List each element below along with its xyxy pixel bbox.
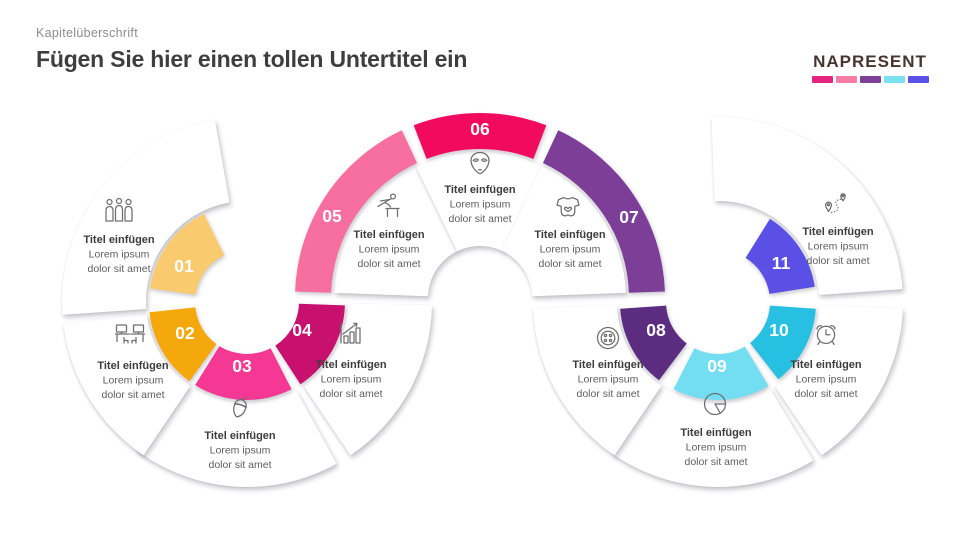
logo-bar-4 — [883, 76, 905, 83]
hurdler-icon — [377, 193, 400, 218]
segment-title: Titel einfügen — [534, 229, 606, 241]
logo-bar-3 — [859, 76, 881, 83]
segment-number: 05 — [322, 206, 342, 226]
segment-line1: Lorem ipsum — [450, 199, 511, 211]
segment-petal-03 — [135, 382, 337, 487]
page-title: Fügen Sie hier einen tollen Untertitel e… — [36, 46, 468, 72]
segment-title: Titel einfügen — [802, 226, 874, 238]
segment-title: Titel einfügen — [83, 234, 155, 246]
segment-band-01 — [150, 213, 225, 295]
segment-petal-04 — [303, 303, 432, 456]
segment-line2: dolor sit amet — [208, 459, 271, 471]
segment-line2: dolor sit amet — [806, 255, 869, 267]
segment-line2: dolor sit amet — [538, 258, 601, 270]
segment-line2: dolor sit amet — [101, 389, 164, 401]
segment-number: 08 — [646, 320, 666, 340]
segment-title: Titel einfügen — [315, 359, 387, 371]
segment-line1: Lorem ipsum — [796, 374, 857, 386]
brand-logo-bars — [808, 76, 932, 83]
segment-petal-08 — [533, 305, 662, 456]
segment-number: 09 — [707, 356, 727, 376]
segment-title: Titel einfügen — [353, 229, 425, 241]
segment-number: 03 — [232, 356, 252, 376]
segment-band-02 — [149, 307, 217, 382]
brand-logo: NAPRESENT — [808, 52, 932, 83]
segment-line2: dolor sit amet — [684, 456, 747, 468]
segment-line1: Lorem ipsum — [540, 244, 601, 256]
segment-line1: Lorem ipsum — [578, 374, 639, 386]
workstations-icon — [114, 324, 146, 344]
segment-number: 06 — [470, 119, 490, 139]
segment-petal-10 — [774, 305, 903, 456]
segment-number: 07 — [619, 207, 638, 227]
segment-title: Titel einfügen — [680, 427, 752, 439]
segment-line1: Lorem ipsum — [89, 249, 150, 261]
segment-petal-06 — [416, 152, 544, 252]
segment-band-04 — [275, 303, 345, 385]
segment-band-09 — [673, 346, 769, 400]
segment-petal-05 — [334, 165, 458, 297]
segment-petal-01 — [62, 119, 230, 315]
segment-line2: dolor sit amet — [794, 388, 857, 400]
segment-petal-09 — [611, 384, 814, 487]
segment-title: Titel einfügen — [790, 359, 862, 371]
segment-line1: Lorem ipsum — [686, 442, 747, 454]
segment-line1: Lorem ipsum — [103, 375, 164, 387]
segment-line2: dolor sit amet — [576, 388, 639, 400]
segment-number: 01 — [174, 256, 194, 276]
chapter-kicker: Kapitelüberschrift — [36, 26, 138, 40]
brand-logo-text: NAPRESENT — [813, 52, 927, 71]
segment-title: Titel einfügen — [444, 184, 516, 196]
segment-band-05 — [295, 130, 417, 293]
pie-chart-icon — [703, 392, 727, 416]
segment-number: 11 — [772, 253, 791, 273]
segment-petal-02 — [63, 314, 191, 456]
logo-bar-1 — [811, 76, 833, 83]
segment-line2: dolor sit amet — [448, 213, 511, 225]
segment-band-03 — [195, 346, 292, 400]
segment-line1: Lorem ipsum — [321, 374, 382, 386]
segment-number: 10 — [769, 320, 789, 340]
segment-line2: dolor sit amet — [87, 263, 150, 275]
baby-onesie-icon — [556, 196, 580, 217]
segment-line2: dolor sit amet — [319, 388, 382, 400]
acorn-icon — [233, 397, 247, 418]
alarm-clock-icon — [816, 325, 836, 346]
button-icon — [596, 326, 620, 350]
segment-title: Titel einfügen — [97, 360, 169, 372]
segment-line2: dolor sit amet — [357, 258, 420, 270]
segment-petal-11 — [711, 116, 903, 295]
segment-band-07 — [543, 130, 665, 293]
segment-line1: Lorem ipsum — [359, 244, 420, 256]
segment-band-11 — [745, 218, 815, 294]
segment-title: Titel einfügen — [204, 430, 276, 442]
segment-band-06 — [413, 113, 547, 159]
people-group-icon — [105, 197, 133, 222]
segment-number: 02 — [175, 323, 195, 343]
segment-title: Titel einfügen — [572, 359, 644, 371]
segment-line1: Lorem ipsum — [210, 445, 271, 457]
alien-icon — [470, 151, 490, 175]
logo-bar-5 — [907, 76, 929, 83]
route-map-icon — [824, 193, 846, 214]
segment-line1: Lorem ipsum — [808, 241, 869, 253]
segment-number: 04 — [292, 320, 312, 340]
slide-header: Kapitelüberschrift Fügen Sie hier einen … — [36, 26, 467, 73]
segment-band-10 — [750, 305, 816, 380]
logo-bar-2 — [835, 76, 857, 83]
segment-band-08 — [620, 305, 687, 381]
growth-chart-icon — [340, 322, 361, 344]
segment-petal-07 — [502, 165, 626, 297]
